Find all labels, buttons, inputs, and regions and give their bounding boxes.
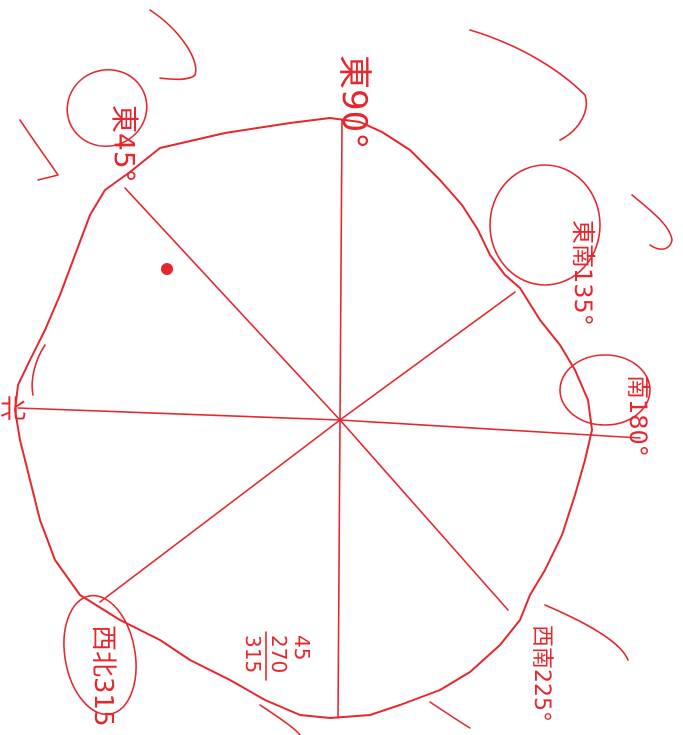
spoke-northeast: [124, 187, 341, 421]
scribble-left-2: [31, 344, 46, 396]
compass-spokes: [17, 119, 641, 719]
scribble-top-right-1: [469, 29, 587, 141]
sum-line-1: 45: [290, 635, 314, 660]
sum-line-2: 270: [267, 635, 291, 673]
label-south-180: 南180°: [624, 375, 652, 457]
scribble-bottom-right: [429, 701, 471, 729]
scribble-bottom-left: [259, 704, 301, 735]
spoke-southeast: [339, 291, 516, 421]
scribble-top-right-2: [631, 194, 673, 250]
circle-south-label: [559, 354, 651, 426]
circle-northeast-label: [66, 68, 148, 148]
label-southeast-135: 東南135°: [569, 220, 597, 326]
ink-blot: [161, 263, 173, 275]
label-southwest-225: 西南225°: [529, 625, 554, 722]
label-northwest-315: 西北315: [88, 625, 118, 727]
scribble-left-1: [19, 119, 59, 181]
circle-southeast-label: [489, 164, 601, 286]
spoke-south: [339, 419, 641, 439]
spoke-southwest: [339, 419, 509, 611]
spoke-northwest: [99, 419, 341, 603]
label-north-mark: 北: [0, 395, 26, 425]
circle-northwest-label: [63, 594, 137, 716]
scribble-top-1: [149, 9, 197, 81]
spoke-east: [339, 119, 343, 421]
label-east-90: 東90°: [334, 55, 374, 149]
spoke-west: [337, 419, 341, 719]
label-northeast-45: 東45°: [108, 105, 141, 183]
scribble-right-bottom: [544, 604, 629, 661]
sum-line-3: 315: [241, 635, 265, 673]
octagon-outline: [14, 117, 593, 719]
spoke-north: [17, 407, 341, 421]
sum-note: 45 270 315: [241, 631, 314, 681]
